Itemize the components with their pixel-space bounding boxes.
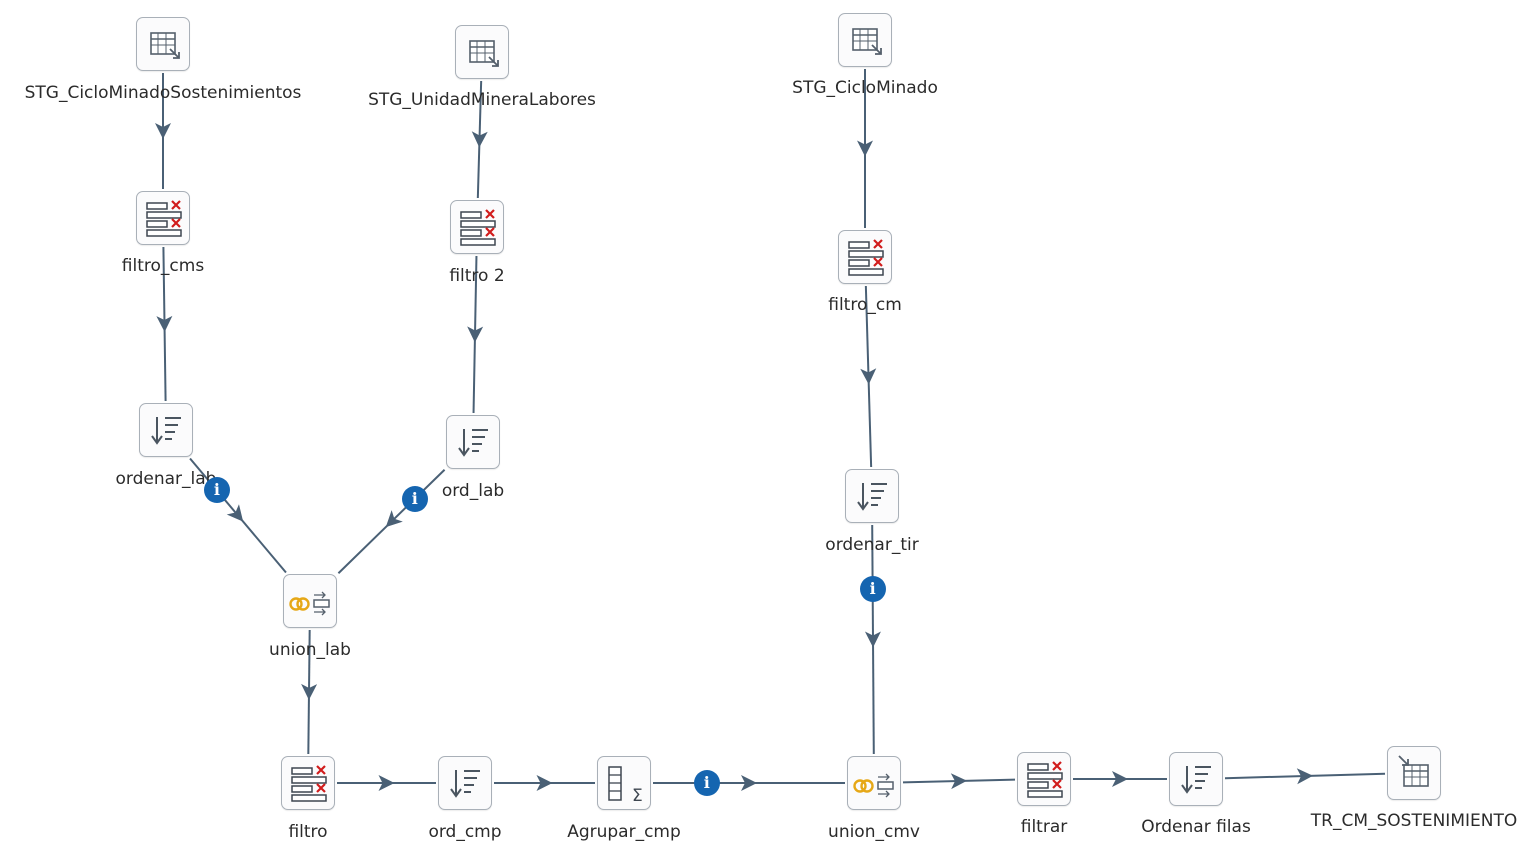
info-icon[interactable]: i [859, 576, 886, 603]
hop-arrow-icon [950, 773, 967, 790]
step-filtro-cm[interactable] [838, 230, 892, 284]
step-label: ord_lab [441, 481, 505, 501]
step-label: filtro_cms [121, 256, 205, 276]
step-label: STG_UnidadMineraLabores [368, 90, 596, 110]
step-label: TR_CM_SOSTENIMIENTO [1310, 811, 1518, 831]
step-stg-cms[interactable] [136, 17, 190, 71]
hop-arrow-icon [226, 504, 244, 522]
step-label: Ordenar filas [1141, 817, 1251, 837]
filter-rows-icon [1027, 761, 1063, 798]
svg-text:Σ: Σ [632, 786, 643, 806]
hop-arrow-icon [536, 775, 553, 791]
step-label: filtrar [1020, 817, 1068, 837]
filter-rows-icon [460, 209, 496, 246]
info-icon[interactable]: i [693, 770, 720, 796]
sort-rows-icon [450, 770, 480, 798]
step-ordenar-lab[interactable] [139, 403, 193, 457]
group-by-icon: Σ [608, 766, 643, 806]
step-filtrar[interactable] [1017, 752, 1071, 806]
hop-arrow-icon [467, 326, 484, 343]
table-input-icon [150, 32, 180, 59]
hop-arrow-icon [1112, 771, 1128, 787]
step-stg-uml[interactable] [455, 25, 509, 79]
sort-rows-icon [1181, 766, 1211, 794]
table-output-icon [1398, 755, 1429, 787]
step-ordenar-tir[interactable] [845, 469, 899, 523]
hop-arrow-icon [385, 510, 403, 528]
step-union-cmv[interactable] [847, 756, 901, 810]
step-union-lab[interactable] [283, 574, 337, 628]
hop-arrow-icon [1296, 768, 1313, 785]
step-ord-cmp[interactable] [438, 756, 492, 810]
hop-arrow-icon [864, 631, 881, 648]
sort-rows-icon [857, 483, 887, 511]
hop-arrow-icon [301, 683, 318, 700]
step-label: STG_CicloMinado [792, 78, 938, 98]
step-label: union_lab [269, 640, 351, 660]
hop-arrow-icon [741, 775, 757, 791]
hop-arrow-icon [860, 368, 877, 385]
step-label: STG_CicloMinadoSostenimientos [24, 83, 302, 103]
hop-arrow-icon [471, 131, 488, 148]
hop-arrow-icon [857, 140, 873, 157]
sort-rows-icon [151, 417, 181, 445]
step-filtro-cms[interactable] [136, 191, 190, 245]
step-ordenar-filas[interactable] [1169, 752, 1223, 806]
step-agrupar-cmp[interactable]: Σ [597, 756, 651, 810]
step-filtro2[interactable] [450, 200, 504, 254]
sort-rows-icon [458, 429, 488, 457]
step-label: filtro 2 [449, 266, 505, 286]
merge-join-icon [853, 773, 894, 798]
step-label: ordenar_lab [115, 469, 217, 489]
filter-rows-icon [291, 765, 327, 802]
step-label: Agrupar_cmp [567, 822, 681, 842]
hop-arrow-icon [156, 315, 173, 332]
info-icon[interactable]: i [203, 477, 230, 504]
step-ord-lab[interactable] [446, 415, 500, 469]
info-icon[interactable]: i [401, 485, 428, 512]
filter-rows-icon [146, 200, 182, 237]
step-label: filtro [288, 822, 328, 842]
step-label: ordenar_tir [825, 535, 919, 555]
step-filtro[interactable] [281, 756, 335, 810]
filter-rows-icon [848, 239, 884, 276]
hop-arrow-icon [155, 123, 171, 139]
step-label: union_cmv [828, 822, 920, 842]
step-label: ord_cmp [428, 822, 502, 842]
hop-arrow-icon [378, 775, 395, 791]
merge-join-icon [289, 591, 330, 616]
table-input-icon [469, 40, 499, 67]
step-label: filtro_cm [828, 295, 902, 315]
step-tr-cm[interactable] [1387, 746, 1441, 800]
table-input-icon [852, 28, 882, 55]
step-stg-cm[interactable] [838, 13, 892, 67]
